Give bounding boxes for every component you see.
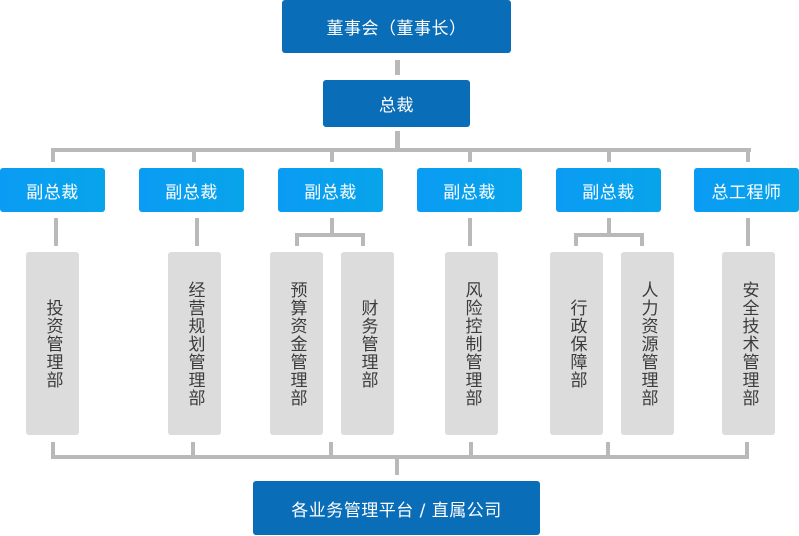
connector-exec3-bar [295,233,365,237]
drop-exec-1 [51,148,55,162]
dept-node: 行政保障部 [550,252,603,435]
dept-node: 投资管理部 [26,252,79,435]
platform-label: 各业务管理平台 / 直属公司 [291,500,502,521]
exec-node: 副总裁 [556,168,661,212]
connector-exec1-dept [54,218,58,246]
exec-label: 副总裁 [26,182,79,203]
dept-node: 人力资源管理部 [621,252,674,435]
dept-label: 风险控制管理部 [461,280,482,407]
dept-label: 安全技术管理部 [738,280,759,407]
connector-exec3-right [361,233,365,246]
connector-exec5-right [640,233,644,246]
dept-label: 投资管理部 [42,298,63,389]
exec-label: 总工程师 [711,182,782,203]
drop-exec-3 [330,148,334,162]
connector-exec3-stem [330,218,334,234]
connector-exec2-dept [195,218,199,246]
board-node: 董事会（董事长） [282,0,511,53]
connector-exec5-stem [607,218,611,234]
board-label: 董事会（董事长） [326,19,467,39]
connector-ceo-down [395,131,400,150]
bottom-drop-4 [469,442,473,458]
bottom-drop-2 [191,442,195,458]
dept-node: 风险控制管理部 [445,252,498,435]
connector-exec5-left [574,233,578,246]
drop-exec-5 [607,148,611,162]
dept-node: 安全技术管理部 [722,252,775,435]
exec-node: 副总裁 [139,168,244,212]
connector-exec5-bar [574,233,644,237]
ceo-label: 总裁 [379,96,414,116]
dept-node: 财务管理部 [341,252,394,435]
exec-label: 副总裁 [443,182,496,203]
connector-exec3-left [295,233,299,246]
dept-node: 经营规划管理部 [168,252,221,435]
bottom-drop-1 [51,442,55,458]
bottom-drop-5 [606,442,610,458]
top-bus-line [51,148,751,152]
connector-exec4-dept [468,218,472,246]
exec-label: 副总裁 [304,182,357,203]
bottom-drop-6 [745,442,749,458]
dept-label: 预算资金管理部 [286,280,307,407]
dept-node: 预算资金管理部 [270,252,323,435]
exec-node: 副总裁 [0,168,105,212]
bottom-bus-line [51,455,749,459]
dept-label: 行政保障部 [566,298,587,389]
drop-exec-2 [192,148,196,162]
connector-exec6-dept [746,218,750,246]
exec-node: 副总裁 [278,168,383,212]
connector-board-ceo [395,60,400,75]
dept-label: 财务管理部 [357,298,378,389]
bottom-drop-3 [329,442,333,458]
drop-exec-6 [746,148,750,162]
exec-node: 副总裁 [417,168,522,212]
exec-label: 副总裁 [165,182,218,203]
dept-label: 经营规划管理部 [184,280,205,407]
ceo-node: 总裁 [323,80,470,127]
dept-label: 人力资源管理部 [637,280,658,407]
exec-node: 总工程师 [694,168,799,212]
connector-bus-bottom [395,455,399,475]
platform-node: 各业务管理平台 / 直属公司 [253,481,540,535]
exec-label: 副总裁 [582,182,635,203]
drop-exec-4 [468,148,472,162]
